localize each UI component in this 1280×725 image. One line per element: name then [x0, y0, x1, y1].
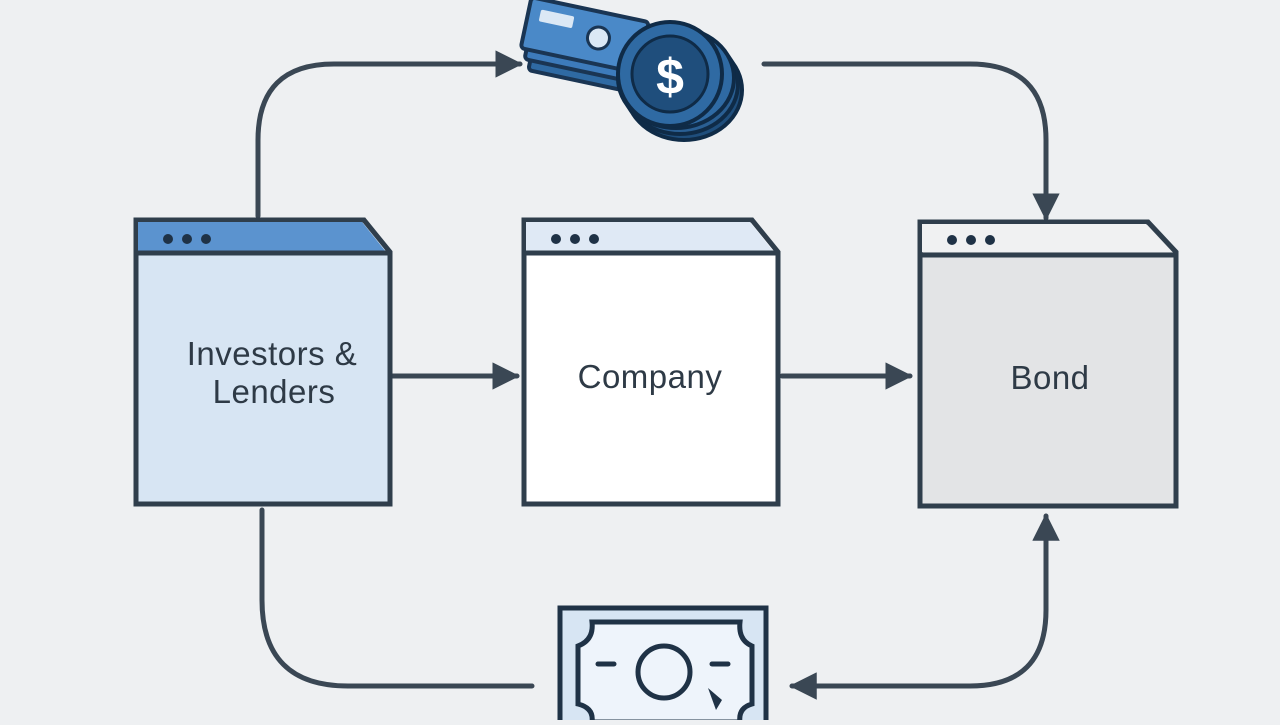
investors-window-frame — [133, 217, 393, 507]
arrow-investors-to-banknote — [259, 507, 535, 689]
bond-window-frame — [917, 219, 1179, 509]
investors-window-dots — [163, 234, 211, 244]
company-titlebar — [526, 222, 774, 252]
bond-window-dots — [947, 235, 995, 245]
company-window-frame — [521, 217, 781, 507]
node-bond: Bond — [917, 219, 1179, 509]
connectors — [255, 50, 1060, 700]
bond-titlebar — [922, 224, 1172, 252]
arrow-investors-to-money — [255, 50, 523, 219]
investors-label-line-2: Lenders — [213, 373, 336, 410]
node-company: Company — [521, 217, 781, 507]
money-stack-with-coins-icon: $ — [519, 0, 744, 142]
bond-label: Bond — [1010, 359, 1089, 396]
company-label: Company — [578, 358, 723, 395]
arrow-money-to-bond — [761, 61, 1060, 221]
arrow-bond-to-banknote — [789, 517, 1049, 700]
banknote-icon — [557, 605, 769, 725]
node-investors-lenders: Investors & Lenders — [133, 217, 393, 507]
company-window-dots — [551, 234, 599, 244]
investors-label-line-1: Investors & — [187, 335, 358, 372]
investors-titlebar — [138, 222, 386, 252]
dollar-sign-glyph: $ — [656, 49, 684, 105]
